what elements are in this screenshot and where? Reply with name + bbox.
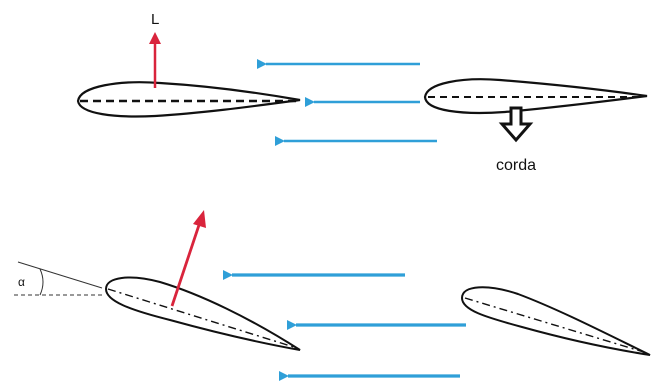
bottom-airfoil-left xyxy=(104,276,301,351)
chord-line xyxy=(107,288,298,349)
top-airfoil-right xyxy=(423,78,648,115)
down-arrow-icon xyxy=(498,106,534,143)
top-airfoil-left xyxy=(76,81,301,118)
angle-indicator xyxy=(14,261,103,296)
lift-arrow-top xyxy=(149,32,161,88)
airfoil-outline xyxy=(76,81,301,118)
top-flow-arrows xyxy=(257,59,437,146)
lift-arrow-bottom xyxy=(170,210,206,307)
lift-label: L xyxy=(151,11,159,28)
bottom-flow-arrows xyxy=(223,270,466,381)
chord-label: corda xyxy=(496,157,536,174)
airfoil-outline xyxy=(104,276,301,351)
chord-line xyxy=(464,297,648,354)
angle-label: α xyxy=(18,275,25,289)
airfoil-outline xyxy=(460,286,651,356)
bottom-airfoil-right xyxy=(460,286,651,356)
